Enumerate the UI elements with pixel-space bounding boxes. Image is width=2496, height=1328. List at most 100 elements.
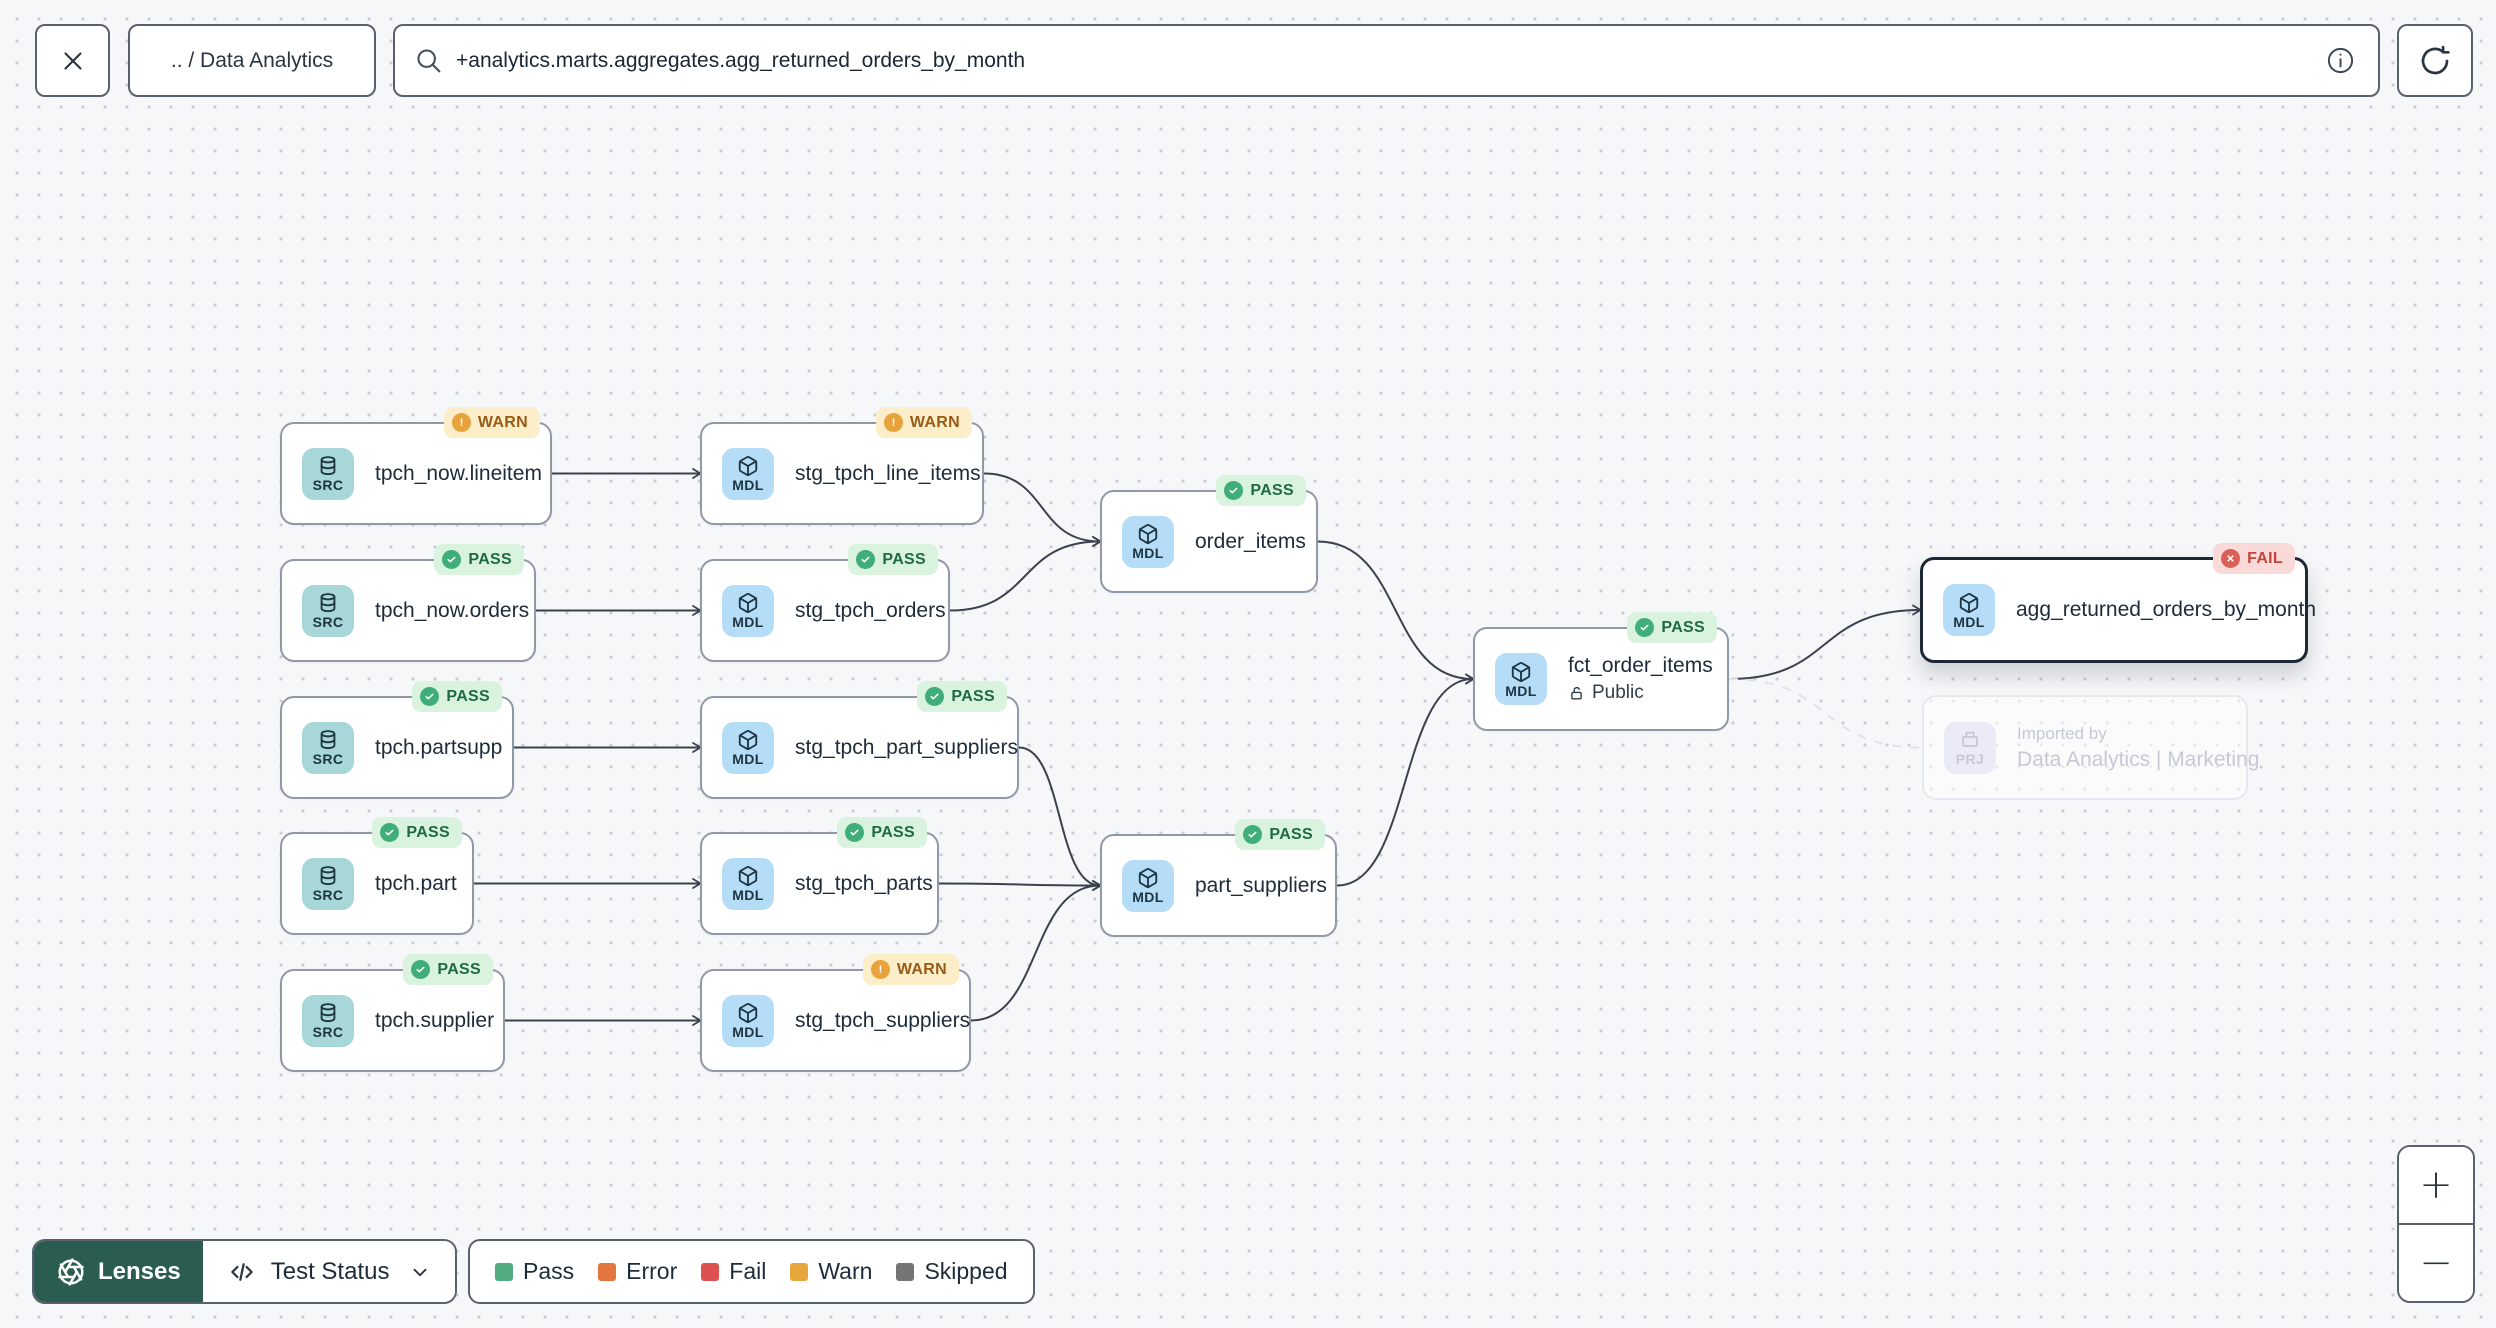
node-tpch_now_lineitem[interactable]: WARN SRC tpch_now.lineitem [280,407,552,525]
status-badge-pass: PASS [412,681,502,712]
node-title: stg_tpch_part_suppliers [795,735,1018,759]
node-stg_tpch_part_suppliers[interactable]: PASS MDL stg_tpch_part_suppliers [700,681,1019,799]
check-icon [385,829,394,836]
legend-item-skipped: Skipped [896,1258,1008,1285]
node-access: Public [1568,682,1711,704]
node-tpch_partsupp[interactable]: PASS SRC tpch.partsupp [280,681,514,799]
check-icon [861,556,870,563]
exclamation-icon [892,418,895,426]
node-title: tpch.partsupp [375,735,503,759]
edge-fct_order_items-to-agg_returned_orders_by_month [1728,604,1922,680]
refresh-button[interactable] [2397,24,2473,97]
node-agg_returned_orders_by_month[interactable]: FAIL MDL agg_returned_orders_by_month [1920,543,2317,663]
cube-icon [738,865,758,887]
node-tpch_supplier[interactable]: PASS SRC tpch.supplier [280,954,505,1072]
node-title: agg_returned_orders_by_month [2016,598,2317,621]
node-title: tpch.supplier [375,1008,495,1032]
node-part_suppliers[interactable]: PASS MDL part_suppliers [1100,819,1337,937]
check-icon [1224,481,1244,500]
cube-icon [1959,592,1979,613]
check-icon [1640,624,1649,631]
status-badge-fail: FAIL [2213,543,2295,574]
node-stg_tpch_parts[interactable]: PASS MDL stg_tpch_parts [700,817,939,935]
check-icon [1635,618,1655,637]
breadcrumb[interactable]: .. / Data Analytics [128,24,376,97]
mdl-chip: MDL [722,584,774,637]
status-badge-warn: WARN [443,407,540,438]
cube-icon [1138,867,1158,889]
database-icon [320,730,336,750]
node-tpch_now_orders[interactable]: PASS SRC tpch_now.orders [280,544,536,662]
exclamation-icon [879,965,882,973]
database-icon [320,456,336,476]
check-icon [442,550,462,569]
check-icon [930,693,939,700]
exclamation-icon [460,418,463,426]
exclamation-icon [870,960,890,979]
node-stg_tpch_line_items[interactable]: WARN MDL stg_tpch_line_items [700,407,984,525]
status-badge-pass: PASS [434,544,524,575]
database-icon [320,1003,336,1023]
mdl-chip: MDL [722,447,774,500]
node-title: order_items [1195,529,1306,553]
legend-item-pass: Pass [495,1258,574,1285]
refresh-icon [2421,45,2450,74]
check-icon [925,687,945,706]
legend-item-warn: Warn [790,1258,872,1285]
src-chip: SRC [302,994,354,1047]
status-badge-warn: WARN [862,954,959,985]
search-bar[interactable] [393,24,2380,97]
close-button[interactable] [35,24,110,97]
mdl-chip: MDL [722,721,774,774]
mdl-chip: MDL [722,857,774,910]
search-input[interactable] [456,48,2312,73]
node-title: stg_tpch_parts [795,871,933,895]
src-chip: SRC [302,857,354,910]
prj-chip: PRJ [1944,721,1996,774]
check-icon [411,960,431,979]
check-icon [856,550,876,569]
status-badge-pass: PASS [372,817,462,848]
status-badge-pass: PASS [917,681,1007,712]
breadcrumb-label: .. / Data Analytics [170,48,334,72]
exclamation-icon [883,413,903,432]
status-badge-pass: PASS [1216,475,1306,506]
node-fct_order_items[interactable]: PASS MDL fct_order_items Public [1473,612,1729,731]
edge-fct_order_items-to-imported_by_project [1728,678,1923,749]
legend-swatch [896,1262,915,1281]
node-stg_tpch_suppliers[interactable]: WARN MDL stg_tpch_suppliers [700,954,971,1072]
node-stg_tpch_orders[interactable]: PASS MDL stg_tpch_orders [700,544,950,662]
node-title: stg_tpch_suppliers [795,1008,971,1032]
mdl-chip: MDL [1943,584,1995,636]
node-title: stg_tpch_orders [795,598,946,622]
database-icon [320,593,336,613]
chevron-down-icon [414,1268,427,1276]
database-icon [320,866,336,886]
edge-stg_tpch_suppliers-to-part_suppliers [970,880,1102,1022]
edge-stg_tpch_line_items-to-order_items [983,472,1102,547]
code-icon [230,1262,253,1281]
lenses-button[interactable]: Lenses [34,1241,203,1302]
node-pretitle: Imported by [2017,723,2107,743]
status-badge-pass: PASS [848,544,938,575]
node-tpch_part[interactable]: PASS SRC tpch.part [280,817,474,935]
status-badge-pass: PASS [837,817,927,848]
close-icon [63,51,82,70]
lens-controls: Lenses Test Status [32,1239,458,1304]
cube-icon [738,455,758,477]
node-title: tpch.part [375,871,457,895]
edge-stg_tpch_parts-to-part_suppliers [938,880,1102,891]
zoom-in-button[interactable]: + [2399,1147,2473,1223]
lock-open-icon [1571,686,1582,700]
zoom-out-button[interactable]: − [2399,1223,2473,1301]
node-title: stg_tpch_line_items [795,461,981,485]
node-imported_by_project[interactable]: PRJ Imported by Data Analytics | Marketi… [1922,695,2259,800]
test-status-dropdown[interactable]: Test Status [202,1241,456,1302]
cube-icon [738,592,758,614]
legend-swatch [701,1262,720,1281]
check-icon [850,829,859,836]
check-icon [425,693,434,700]
mdl-chip: MDL [1495,653,1547,705]
node-order_items[interactable]: PASS MDL order_items [1100,475,1318,593]
